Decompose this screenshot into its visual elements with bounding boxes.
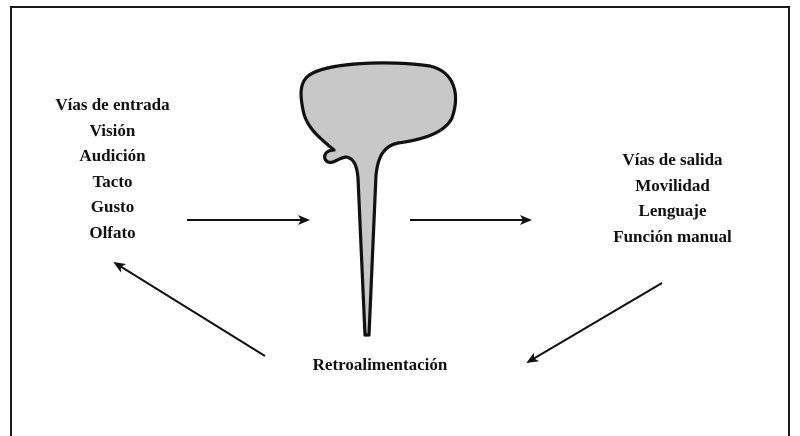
feedback-label: Retroalimentación [280,352,480,378]
brain-shape [301,63,455,335]
input-pathways-title: Vías de entrada [30,92,195,118]
input-pathway-item: Tacto [30,169,195,195]
arrow-output-to-feedback [528,283,662,362]
input-pathway-item: Olfato [30,220,195,246]
output-pathway-item: Lenguaje [580,198,765,224]
output-pathway-item: Movilidad [580,173,765,199]
arrow-feedback-to-input [115,263,265,356]
feedback-text: Retroalimentación [280,352,480,378]
output-pathways: Vías de salida Movilidad Lenguaje Funció… [580,147,765,249]
brain-spinal-cord-icon [301,63,455,335]
input-pathways: Vías de entrada Visión Audición Tacto Gu… [30,92,195,245]
input-pathway-item: Audición [30,143,195,169]
output-pathways-title: Vías de salida [580,147,765,173]
input-pathway-item: Gusto [30,194,195,220]
input-pathway-item: Visión [30,118,195,144]
output-pathway-item: Función manual [580,224,765,250]
